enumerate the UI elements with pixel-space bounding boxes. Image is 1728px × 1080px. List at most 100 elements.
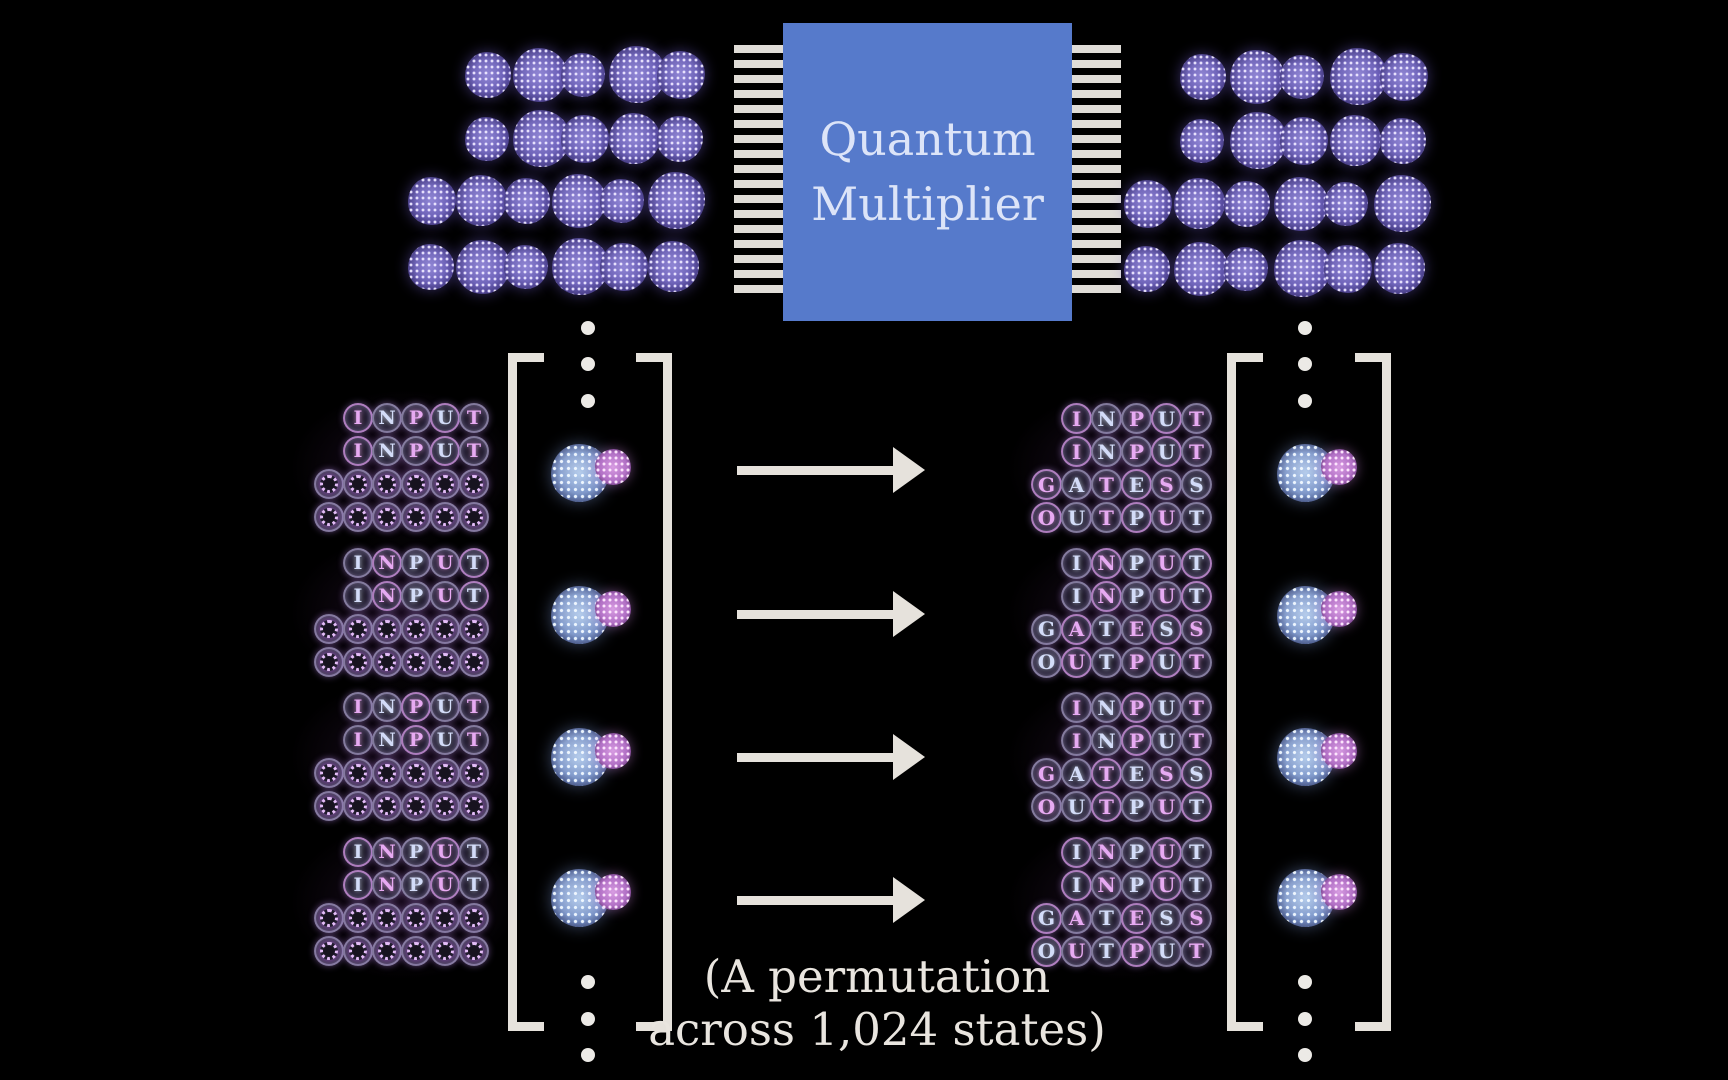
qubit-cloud [465,116,509,161]
letter-token: N [1091,580,1122,612]
qubit-cloud [1224,180,1270,227]
letter-token: U [1151,502,1182,533]
letter-token: T [1091,646,1122,678]
gear-ring-icon [436,941,454,960]
letter-token: N [372,580,402,611]
letter-token: U [1061,646,1092,678]
ellipsis-dot-icon [1298,1048,1312,1062]
letter-token: G [1031,758,1062,789]
letter-token: U [430,436,460,466]
letter-token: I [1061,403,1092,434]
state-cloud-pink [595,449,631,485]
letter-token: I [343,436,373,466]
gear-ring-icon [349,652,367,671]
gear-token [314,791,344,821]
chip-pins-right-icon [1072,45,1121,298]
letter-token: I [1061,836,1092,868]
gear-token [430,613,460,644]
letter-token: U [1151,836,1182,868]
letter-token: O [1031,502,1062,533]
letter-token: T [1091,613,1122,645]
letter-token: I [1061,436,1092,467]
state-cloud-pink [1321,874,1357,910]
letter-token: P [1121,791,1152,822]
gear-ring-icon [436,475,454,493]
gear-ring-icon [436,508,454,526]
letter-token: S [1151,758,1182,789]
letter-token: T [1091,902,1122,934]
gear-token [459,646,489,677]
letter-token: T [1091,935,1122,967]
qubit-cloud [1374,175,1431,232]
gear-ring-icon [465,475,483,493]
letter-token: N [1091,547,1122,579]
gear-token [401,613,431,644]
letter-token: U [1061,935,1092,967]
letter-token: S [1151,613,1182,645]
gear-token [343,902,373,933]
qubit-cloud [1174,178,1225,229]
arrow-head-icon [893,877,925,923]
gear-ring-icon [465,941,483,960]
chip-pins-left-icon [734,45,783,298]
qubit-cloud [408,243,454,290]
letter-token: N [1091,436,1122,467]
qubit-cloud [1274,176,1328,231]
gear-ring-icon [407,908,425,927]
gear-ring-icon [465,508,483,526]
caption-line1: (A permutation [703,950,1051,1003]
letter-token: S [1151,902,1182,934]
gear-token [401,502,431,532]
letter-token: U [1151,547,1182,579]
gear-ring-icon [320,908,338,927]
letter-token: U [1151,403,1182,434]
letter-token: T [1181,935,1212,967]
letter-token: S [1181,469,1212,500]
qubit-cloud [1324,181,1368,226]
letter-token: P [1121,547,1152,579]
qubit-cloud [561,114,609,163]
ellipsis-dot-icon [581,1012,595,1026]
qubit-cloud [552,173,606,228]
gear-ring-icon [436,764,454,782]
qubit-cloud [1180,118,1224,163]
letter-token: I [343,580,373,611]
letter-token: P [1121,646,1152,678]
arrow-icon [737,896,895,905]
gear-ring-icon [436,652,454,671]
letter-token: P [1121,935,1152,967]
letter-token: I [343,547,373,578]
gear-token [343,646,373,677]
chip-label-line1: Quantum [819,111,1036,166]
gear-token [314,935,344,966]
letter-token: P [1121,502,1152,533]
letter-token: S [1181,902,1212,934]
gear-ring-icon [320,797,338,815]
gear-ring-icon [320,941,338,960]
qubit-cloud [1124,179,1172,228]
letter-token: T [459,580,489,611]
letter-token: P [1121,836,1152,868]
gear-ring-icon [378,908,396,927]
letter-token: S [1151,469,1182,500]
qubit-cloud [648,172,705,229]
gear-token [401,791,431,821]
letter-token: U [1061,791,1092,822]
gear-token [459,791,489,821]
letter-token: U [1151,436,1182,467]
ellipsis-dot-icon [581,975,595,989]
letter-token: N [372,403,402,433]
state-cloud-pink [595,591,631,627]
letter-token: N [372,436,402,466]
qubit-cloud [657,115,703,162]
letter-token: O [1031,646,1062,678]
gear-token [372,613,402,644]
ellipsis-dot-icon [581,394,595,408]
letter-token: I [343,725,373,755]
qubit-cloud [1374,243,1425,294]
letter-token: E [1121,469,1152,500]
letter-token: I [343,692,373,722]
letter-token: T [1091,502,1122,533]
gear-token [343,758,373,788]
gear-token [430,646,460,677]
